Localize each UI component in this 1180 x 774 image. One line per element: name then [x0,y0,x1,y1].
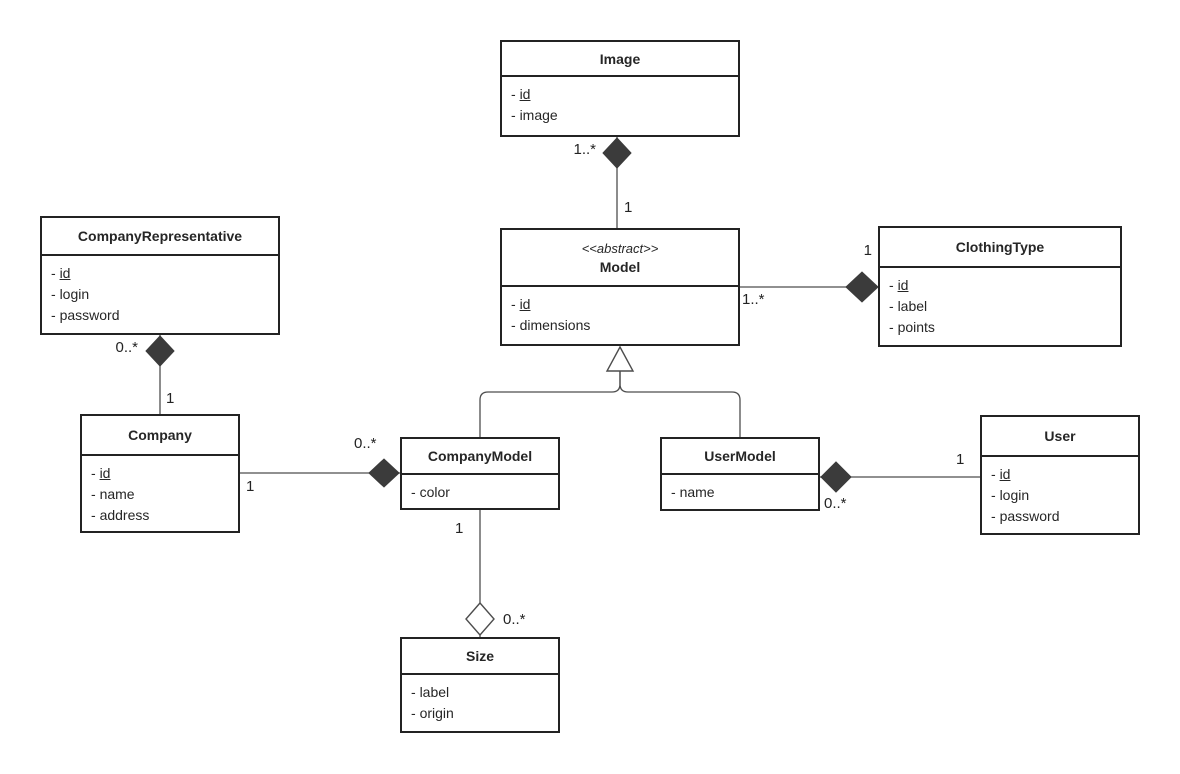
attribute: - login [51,286,90,302]
multiplicity-companymodel-end-size: 1 [455,520,464,537]
class-usermodel-title: UserModel [662,439,818,475]
class-image-title: Image [502,42,738,77]
generalization-triangle [605,345,635,372]
attribute: - login [991,487,1030,503]
multiplicity-company-end-companymodel: 1 [246,478,255,495]
class-clothingtype: ClothingType - id - label - points [878,226,1122,347]
multiplicity-size-end: 0..* [503,611,526,628]
multiplicity-clothingtype-end: 1 [863,242,872,259]
attribute: - name [91,486,135,502]
class-companymodel-attributes: - color [402,475,558,508]
composition-diamond-companymodel [368,458,400,488]
attribute: - password [51,307,120,323]
multiplicity-model-end-image: 1 [624,199,633,216]
class-size-title: Size [402,639,558,675]
class-model-title: <<abstract>> Model [502,230,738,287]
class-model: <<abstract>> Model - id - dimensions [500,228,740,346]
class-companyrepresentative: CompanyRepresentative - id - login - pas… [40,216,280,335]
class-companymodel: CompanyModel - color [400,437,560,510]
multiplicity-image-end: 1..* [573,141,596,158]
attribute: - id [889,277,909,293]
class-image-attributes: - id - image [502,77,738,135]
class-user-title: User [982,417,1138,457]
class-name: Company [128,427,192,443]
class-company-attributes: - id - name - address [82,456,238,531]
composition-diamond-image [602,137,632,169]
attribute: - id [511,296,531,312]
attribute: - points [889,319,935,335]
class-image: Image - id - image [500,40,740,137]
attribute: - password [991,508,1060,524]
class-size-attributes: - label - origin [402,675,558,731]
generalization-line-companymodel [479,371,621,437]
attribute: - address [91,507,150,523]
multiplicity-companyrepresentative-end: 0..* [115,339,138,356]
attribute: - dimensions [511,317,591,333]
class-name: UserModel [704,448,776,464]
class-companyrepresentative-title: CompanyRepresentative [42,218,278,256]
class-companymodel-title: CompanyModel [402,439,558,475]
attribute: - id [51,265,71,281]
class-name: Size [465,648,494,664]
multiplicity-companymodel-end-company: 0..* [354,435,377,452]
class-stereotype: <<abstract>> [581,240,659,256]
class-name: Model [599,258,641,275]
class-name: ClothingType [955,239,1045,255]
attribute: - image [511,107,558,123]
class-company-title: Company [82,416,238,456]
multiplicity-company-end-representative: 1 [166,390,175,407]
class-size: Size - label - origin [400,637,560,733]
multiplicity-user-end: 1 [956,451,965,468]
attribute: - label [889,298,928,314]
class-companyrepresentative-attributes: - id - login - password [42,256,278,333]
class-clothingtype-attributes: - id - label - points [880,268,1120,345]
multiplicity-model-end-clothingtype: 1..* [742,291,765,308]
generalization-line-usermodel [619,371,741,437]
aggregation-diamond-size [465,601,495,637]
class-user-attributes: - id - login - password [982,457,1138,533]
composition-diamond-companyrepresentative [145,335,175,367]
attribute: - name [671,484,715,500]
attribute: - color [411,484,450,500]
class-user: User - id - login - password [980,415,1140,535]
class-name: User [1044,428,1076,444]
class-name: CompanyModel [427,448,533,464]
composition-diamond-clothingtype [845,271,879,303]
composition-diamond-usermodel [820,461,852,493]
multiplicity-usermodel-end: 0..* [824,495,847,512]
class-model-attributes: - id - dimensions [502,287,738,344]
attribute: - id [991,466,1011,482]
attribute: - origin [411,705,454,721]
attribute: - id [91,465,111,481]
attribute: - label [411,684,450,700]
class-name: Image [599,50,641,67]
class-name: CompanyRepresentative [77,228,243,244]
class-company: Company - id - name - address [80,414,240,533]
class-usermodel: UserModel - name [660,437,820,511]
class-clothingtype-title: ClothingType [880,228,1120,268]
attribute: - id [511,86,531,102]
class-usermodel-attributes: - name [662,475,818,509]
